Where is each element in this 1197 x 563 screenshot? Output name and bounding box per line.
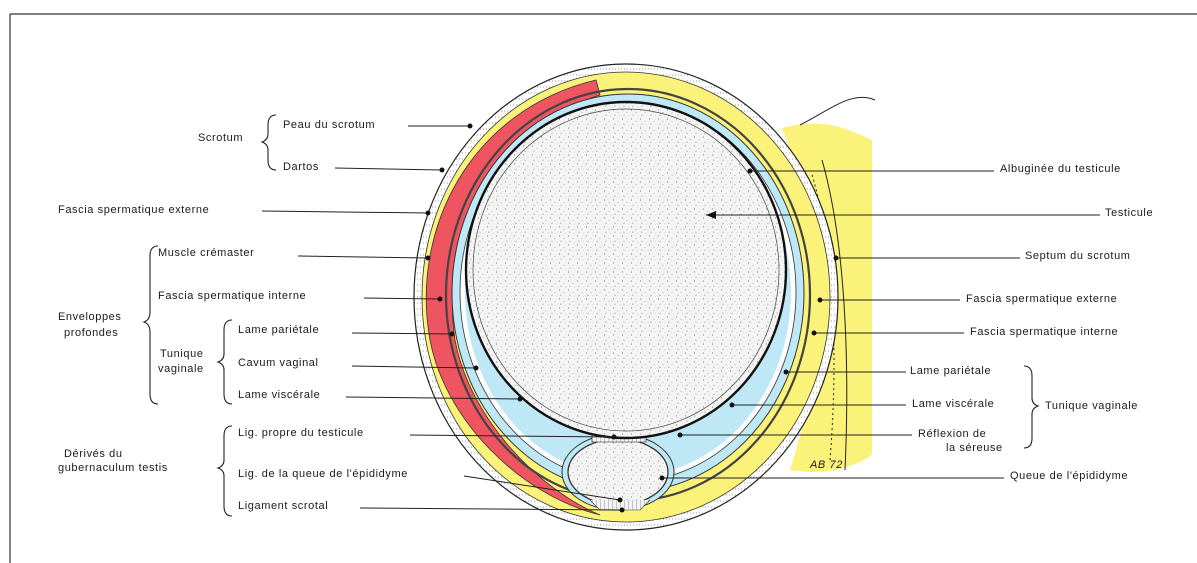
label-ligament-scrotal: Ligament scrotal	[238, 500, 328, 512]
label-testicule: Testicule	[1105, 207, 1153, 219]
label-lig-queue-epididyme: Lig. de la queue de l'épididyme	[238, 468, 408, 480]
pointer-parietale-right	[784, 370, 789, 375]
label-cavum-vaginal: Cavum vaginal	[238, 357, 319, 369]
label-fascia-spermatique-interne-left: Fascia spermatique interne	[158, 290, 306, 302]
scrotum-contour-right-upper	[800, 97, 875, 125]
brace-tunique-left	[218, 320, 232, 404]
label-tunique: Tunique	[160, 348, 204, 360]
pointer-parietale-left	[450, 332, 455, 337]
pointer-cavum	[474, 366, 479, 371]
label-lig-propre: Lig. propre du testicule	[238, 427, 364, 439]
testis	[466, 102, 786, 438]
brace-gubernaculum	[218, 426, 232, 516]
pointer-lig-propre	[612, 435, 617, 440]
label-la-sereuse: la séreuse	[946, 442, 1003, 454]
leader-fascia-ext-left	[262, 211, 428, 213]
pointer-viscerale-right	[730, 403, 735, 408]
label-lame-parietale-left: Lame pariétale	[238, 324, 319, 336]
label-peau-du-scrotum: Peau du scrotum	[283, 119, 375, 131]
label-fascia-spermatique-externe-left: Fascia spermatique externe	[58, 204, 209, 216]
pointer-ligament-scrotal	[620, 508, 625, 513]
label-reflexion-de: Réflexion de	[918, 428, 986, 440]
label-scrotum: Scrotum	[198, 132, 243, 144]
pointer-septum	[834, 256, 839, 261]
brace-scrotum	[262, 115, 276, 170]
label-gubernaculum-testis: gubernaculum testis	[58, 462, 168, 474]
pointer-albuginee	[748, 169, 753, 174]
pointer-fascia-int-left	[438, 297, 443, 302]
label-enveloppes: Enveloppes	[58, 311, 122, 323]
label-septum: Septum du scrotum	[1025, 250, 1131, 262]
pointer-reflexion	[678, 433, 683, 438]
pointer-peau	[468, 124, 473, 129]
leader-cremaster	[298, 256, 428, 258]
epididymis-tail	[568, 439, 668, 505]
brace-tunique-right	[1024, 366, 1038, 448]
label-fascia-spermatique-interne-right: Fascia spermatique interne	[970, 326, 1118, 338]
pointer-cremaster	[426, 256, 431, 261]
label-queue-epididyme: Queue de l'épididyme	[1010, 470, 1128, 482]
pointer-fascia-ext-right	[818, 298, 823, 303]
label-lame-viscerale-right: Lame viscérale	[912, 398, 994, 410]
pointer-dartos	[440, 168, 445, 173]
label-dartos: Dartos	[283, 161, 319, 173]
label-profondes: profondes	[64, 327, 118, 339]
label-vaginale: vaginale	[158, 363, 204, 375]
label-lame-parietale-right: Lame pariétale	[910, 365, 991, 377]
label-albuginee: Albuginée du testicule	[1000, 163, 1121, 175]
brace-enveloppes	[144, 246, 158, 404]
pointer-queue-epididyme	[660, 476, 665, 481]
label-muscle-cremaster: Muscle crémaster	[158, 247, 254, 259]
pointer-viscerale-left	[518, 397, 523, 402]
pointer-fascia-ext-left	[426, 211, 431, 216]
label-fascia-spermatique-externe-right: Fascia spermatique externe	[966, 293, 1117, 305]
leader-dartos	[335, 168, 442, 170]
pointer-fascia-int-right	[812, 331, 817, 336]
label-derives-du: Dérivés du	[64, 448, 123, 460]
pointer-lig-queue	[618, 498, 623, 503]
label-lame-viscerale-left: Lame viscérale	[238, 389, 320, 401]
artist-signature: AB 72	[809, 459, 843, 471]
label-tunique-vaginale-right: Tunique vaginale	[1045, 400, 1138, 412]
